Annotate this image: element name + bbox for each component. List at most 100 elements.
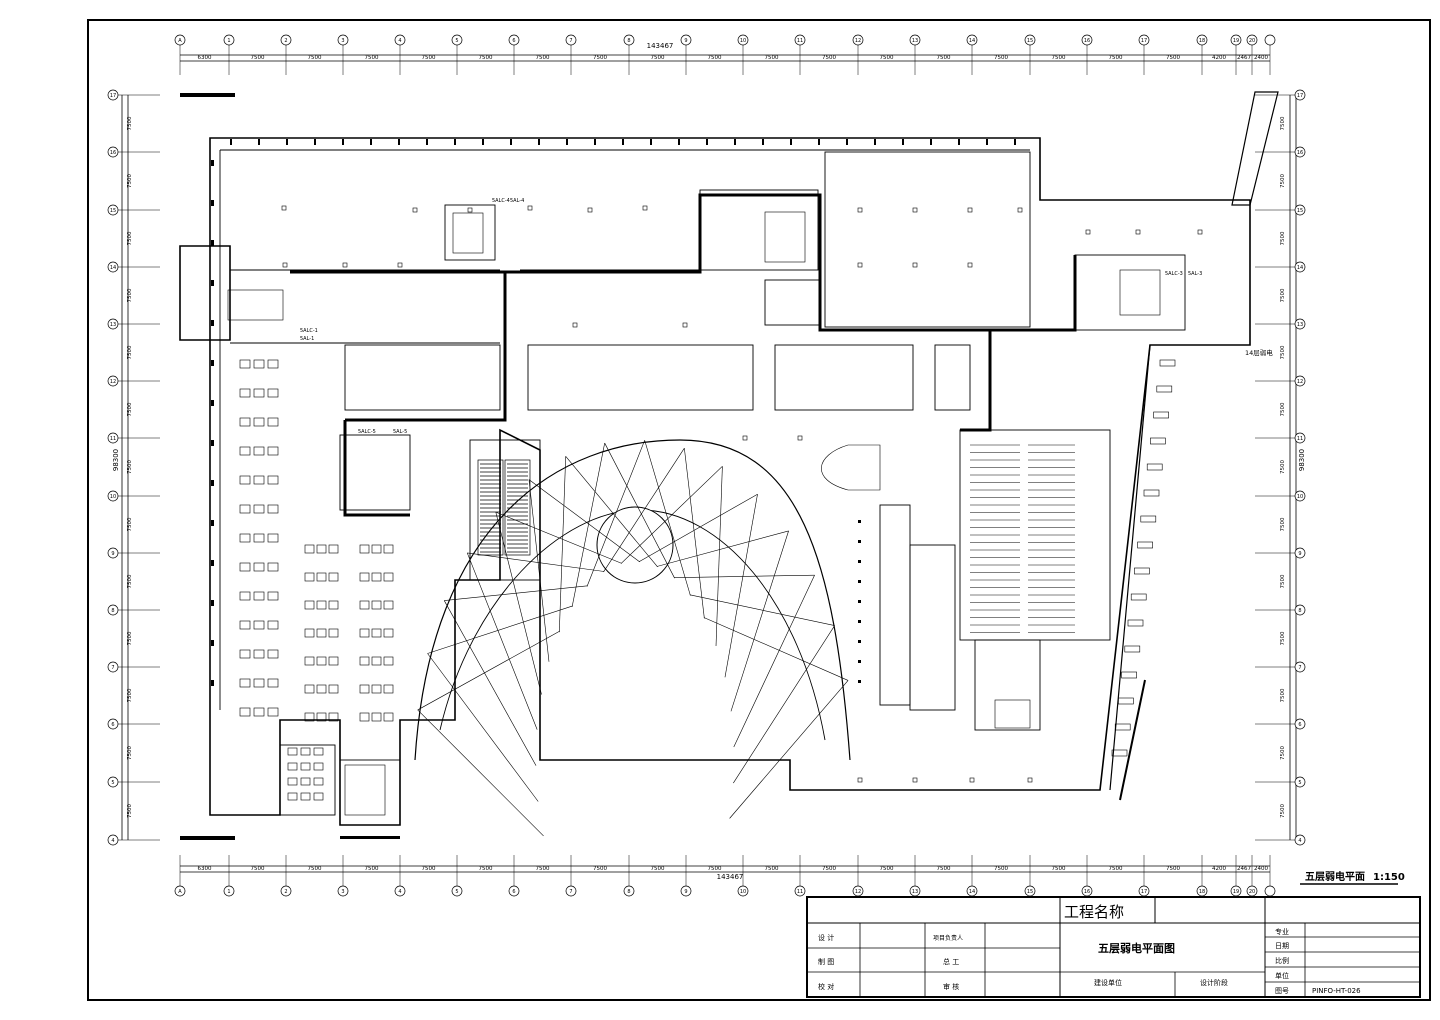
title-block-discipline: 专业: [1275, 927, 1289, 936]
grid-bubble-label: 12: [855, 889, 861, 895]
bottom-span-label: 7500: [422, 866, 436, 872]
desk: [383, 712, 394, 722]
grid-bubble-label: 20: [1249, 38, 1255, 44]
window-pane: [1146, 463, 1163, 471]
desk: [300, 777, 311, 786]
desk: [328, 544, 339, 554]
top-span-label: 7500: [651, 55, 665, 61]
grid-bubble-label: 3: [341, 889, 344, 895]
grid-bubble-label: 9: [111, 551, 114, 557]
desk: [371, 600, 382, 610]
desk: [253, 620, 265, 630]
title-block-draw: 制 图: [818, 957, 834, 966]
column-mark: [211, 200, 214, 206]
grid-bubble-label: 13: [1297, 322, 1303, 328]
grid-bubble-label: 14: [1297, 265, 1303, 271]
desk: [304, 684, 315, 694]
dome-rib: [674, 574, 815, 578]
column-mark: [930, 139, 932, 145]
device-box: [1085, 229, 1091, 235]
column-mark: [858, 680, 861, 683]
dome-rib: [559, 456, 567, 633]
grid-bubble-label: 12: [1297, 379, 1303, 385]
desk: [316, 684, 327, 694]
device-box: [467, 207, 473, 213]
right-span-label: 7500: [1280, 345, 1286, 359]
dome-rib: [565, 456, 658, 567]
drawing-caption-title: 五层弱电平面: [1305, 870, 1365, 883]
desk: [267, 533, 279, 543]
grid-bubble-label: 8: [627, 38, 630, 44]
column-grid-bubbles: AA11223344556677889910101111121213131414…: [174, 34, 1276, 897]
cable-tray: [290, 193, 1077, 517]
top-span-label: 7500: [1109, 55, 1123, 61]
bottom-span-label: 7500: [994, 866, 1008, 872]
sheet-border: [87, 19, 1431, 1001]
desk: [287, 762, 298, 771]
dome-rib: [689, 594, 835, 626]
bottom-span-label: 7500: [765, 866, 779, 872]
top-dimension-line: [180, 54, 1270, 62]
grid-bubble-label: 10: [740, 889, 746, 895]
bottom-total-dimension: 143467: [717, 873, 744, 881]
north-lintel: [180, 93, 235, 97]
building-walls: [179, 137, 1251, 826]
desk: [304, 628, 315, 638]
column-mark: [650, 139, 652, 145]
desk: [253, 707, 265, 717]
desk: [300, 792, 311, 801]
grid-bubble-label: 7: [1298, 665, 1301, 671]
column-mark: [858, 520, 861, 523]
desk: [253, 388, 265, 398]
desk: [253, 678, 265, 688]
grid-bubble-label: 5: [455, 889, 458, 895]
panel-label-4: 5AL-1: [300, 336, 314, 342]
column-mark: [211, 360, 214, 366]
bottom-span-label: 7500: [880, 866, 894, 872]
title-block-design: 设 计: [818, 933, 834, 942]
column-mark: [734, 139, 736, 145]
desk: [239, 417, 251, 427]
window-pane: [1127, 619, 1144, 627]
grid-bubble-label: 4: [111, 838, 114, 844]
window-pane: [1153, 411, 1169, 419]
top-span-label: 7500: [593, 55, 607, 61]
left-span-label: 7500: [127, 688, 133, 702]
bottom-span-label: 7500: [937, 866, 951, 872]
bottom-span-label: 7500: [536, 866, 550, 872]
column-mark: [858, 620, 861, 623]
panel-label-7: 5ALC-3: [1165, 271, 1183, 277]
column-mark: [211, 440, 214, 446]
right-span-label: 7500: [1280, 631, 1286, 645]
device-box: [587, 207, 593, 213]
grid-bubble-label: 15: [1027, 38, 1033, 44]
column-mark: [454, 139, 456, 145]
dome-rib: [724, 494, 758, 678]
grid-bubble-label: 1: [227, 889, 230, 895]
right-total-dimension: 98300: [1298, 449, 1306, 471]
left-dimension-line: [121, 95, 129, 840]
desk: [239, 504, 251, 514]
interior-walls: [219, 149, 1186, 826]
grid-bubble-label: 11: [797, 38, 803, 44]
column-mark: [858, 600, 861, 603]
grid-bubble-label: 9: [684, 38, 687, 44]
title-block-drawing-no: PINFO-HT-026: [1312, 987, 1361, 995]
dome-rib: [586, 440, 645, 587]
bottom-span-label: 2400: [1254, 866, 1268, 872]
panel-label-8: 5AL-3: [1188, 271, 1202, 277]
grid-bubble-label: 11: [797, 889, 803, 895]
desk: [267, 388, 279, 398]
dome-rib: [417, 709, 544, 837]
desk: [371, 684, 382, 694]
column-mark: [342, 139, 344, 145]
dome-rib: [715, 466, 723, 646]
column-mark: [622, 139, 624, 145]
grid-bubble-label: 7: [569, 38, 572, 44]
grid-bubble-label: 19: [1233, 889, 1239, 895]
dome-rib: [703, 617, 849, 681]
top-span-label: 7500: [308, 55, 322, 61]
column-mark: [426, 139, 428, 145]
panel-label-3: 5ALC-1: [300, 328, 318, 334]
top-span-label: 7500: [365, 55, 379, 61]
